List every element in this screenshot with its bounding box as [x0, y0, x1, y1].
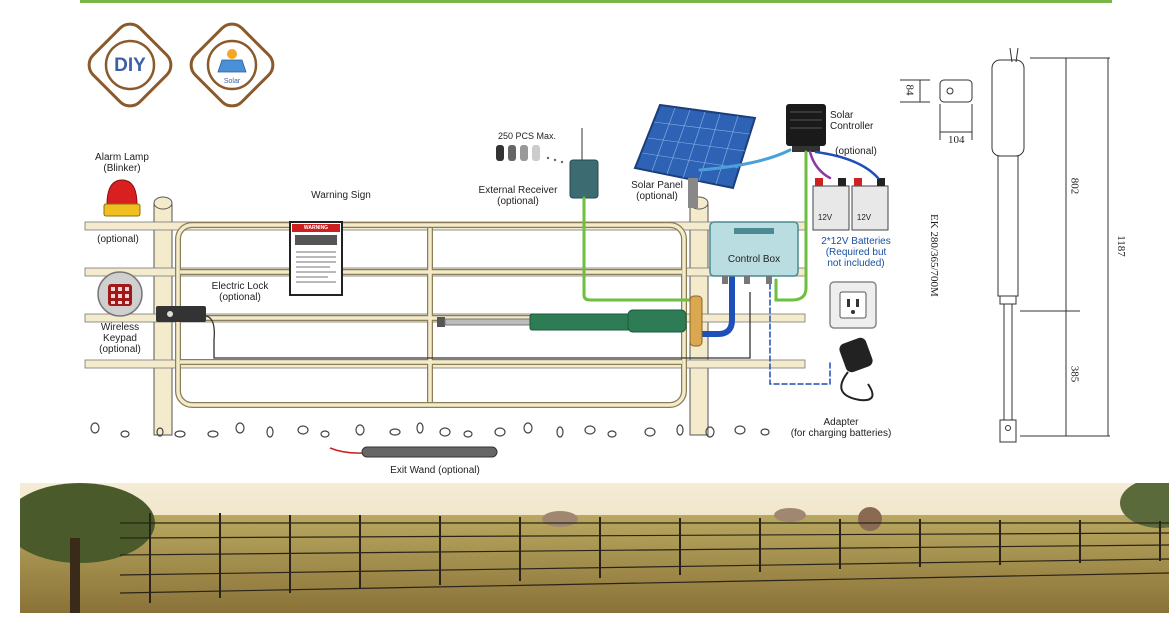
batteries-label: 2*12V Batteries (Required but not includ… [812, 236, 900, 269]
solar-controller-line2: Controller [830, 121, 874, 132]
solar-controller-optional: (optional) [835, 146, 877, 157]
batteries-line2: (Required but [825, 247, 887, 258]
diy-badge [87, 22, 173, 108]
wireless-keypad-line2: Keypad [103, 333, 137, 344]
external-receiver-title: External Receiver [478, 185, 558, 196]
batteries [812, 178, 889, 231]
alarm-optional-label: (optional) [97, 234, 139, 245]
dim-height-84: 84 [903, 84, 916, 96]
warning-sign [289, 221, 343, 296]
wall-outlet [829, 281, 877, 329]
dim-length-385: 385 [1068, 365, 1081, 383]
remote-transmitters [496, 145, 564, 164]
solar-panel-title: Solar Panel [631, 180, 683, 191]
battery-left-label: 12V [817, 213, 833, 222]
batteries-line3: not included) [827, 258, 885, 269]
remotes-label: 250 PCS Max. [497, 131, 557, 141]
electric-lock-title: Electric Lock [211, 281, 269, 292]
adapter-title: Adapter [823, 417, 859, 428]
wireless-keypad [97, 271, 143, 317]
top-accent-line [80, 0, 1112, 3]
alarm-lamp [103, 179, 141, 217]
alarm-lamp-label: Alarm Lamp (Blinker) [86, 152, 158, 174]
external-receiver [569, 128, 599, 199]
battery-right-label: 12V [856, 213, 872, 222]
dim-total-1187: 1187 [1114, 235, 1127, 257]
adapter-label: Adapter (for charging batteries) [776, 417, 906, 439]
ground-pebbles [90, 422, 770, 438]
solar-controller-line1: Solar [830, 110, 854, 121]
diy-badge-text: DIY [114, 55, 146, 76]
solar-badge-text: Solar [223, 78, 241, 85]
alarm-lamp-subtitle: (Blinker) [103, 163, 141, 174]
dim-length-802: 802 [1068, 177, 1081, 195]
electric-lock-subtitle: (optional) [219, 292, 261, 303]
warning-sign-label: Warning Sign [311, 190, 371, 201]
control-box-label: Control Box [727, 254, 781, 265]
dim-width-104: 104 [948, 134, 965, 146]
power-adapter [839, 337, 874, 402]
external-receiver-subtitle: (optional) [497, 196, 539, 207]
adapter-subtitle: (for charging batteries) [790, 428, 892, 439]
solar-panel-subtitle: (optional) [636, 191, 678, 202]
warning-sign-header: WARNING [303, 225, 329, 231]
wireless-keypad-line3: (optional) [99, 344, 141, 355]
electric-lock [156, 292, 751, 359]
solar-controller [786, 104, 826, 152]
alarm-lamp-title: Alarm Lamp [95, 152, 149, 163]
model-number: EK 280/365/700M [928, 214, 940, 297]
solar-badge [189, 22, 275, 108]
batteries-line1: 2*12V Batteries [821, 236, 891, 247]
control-box [709, 221, 799, 284]
farm-fence-photo [20, 483, 1169, 613]
solar-panel-label: Solar Panel (optional) [622, 180, 692, 202]
solar-controller-label: Solar Controller [830, 110, 880, 132]
wireless-keypad-label: Wireless Keypad (optional) [90, 322, 150, 355]
side-view-drawing [991, 47, 1110, 443]
actuator-arm [437, 295, 703, 347]
exit-wand [329, 446, 498, 458]
wiring [582, 148, 880, 385]
wireless-keypad-line1: Wireless [100, 322, 140, 333]
exit-wand-label: Exit Wand (optional) [390, 465, 480, 476]
external-receiver-label: External Receiver (optional) [470, 185, 566, 207]
electric-lock-label: Electric Lock (optional) [200, 281, 280, 303]
top-view-drawing [900, 79, 973, 140]
